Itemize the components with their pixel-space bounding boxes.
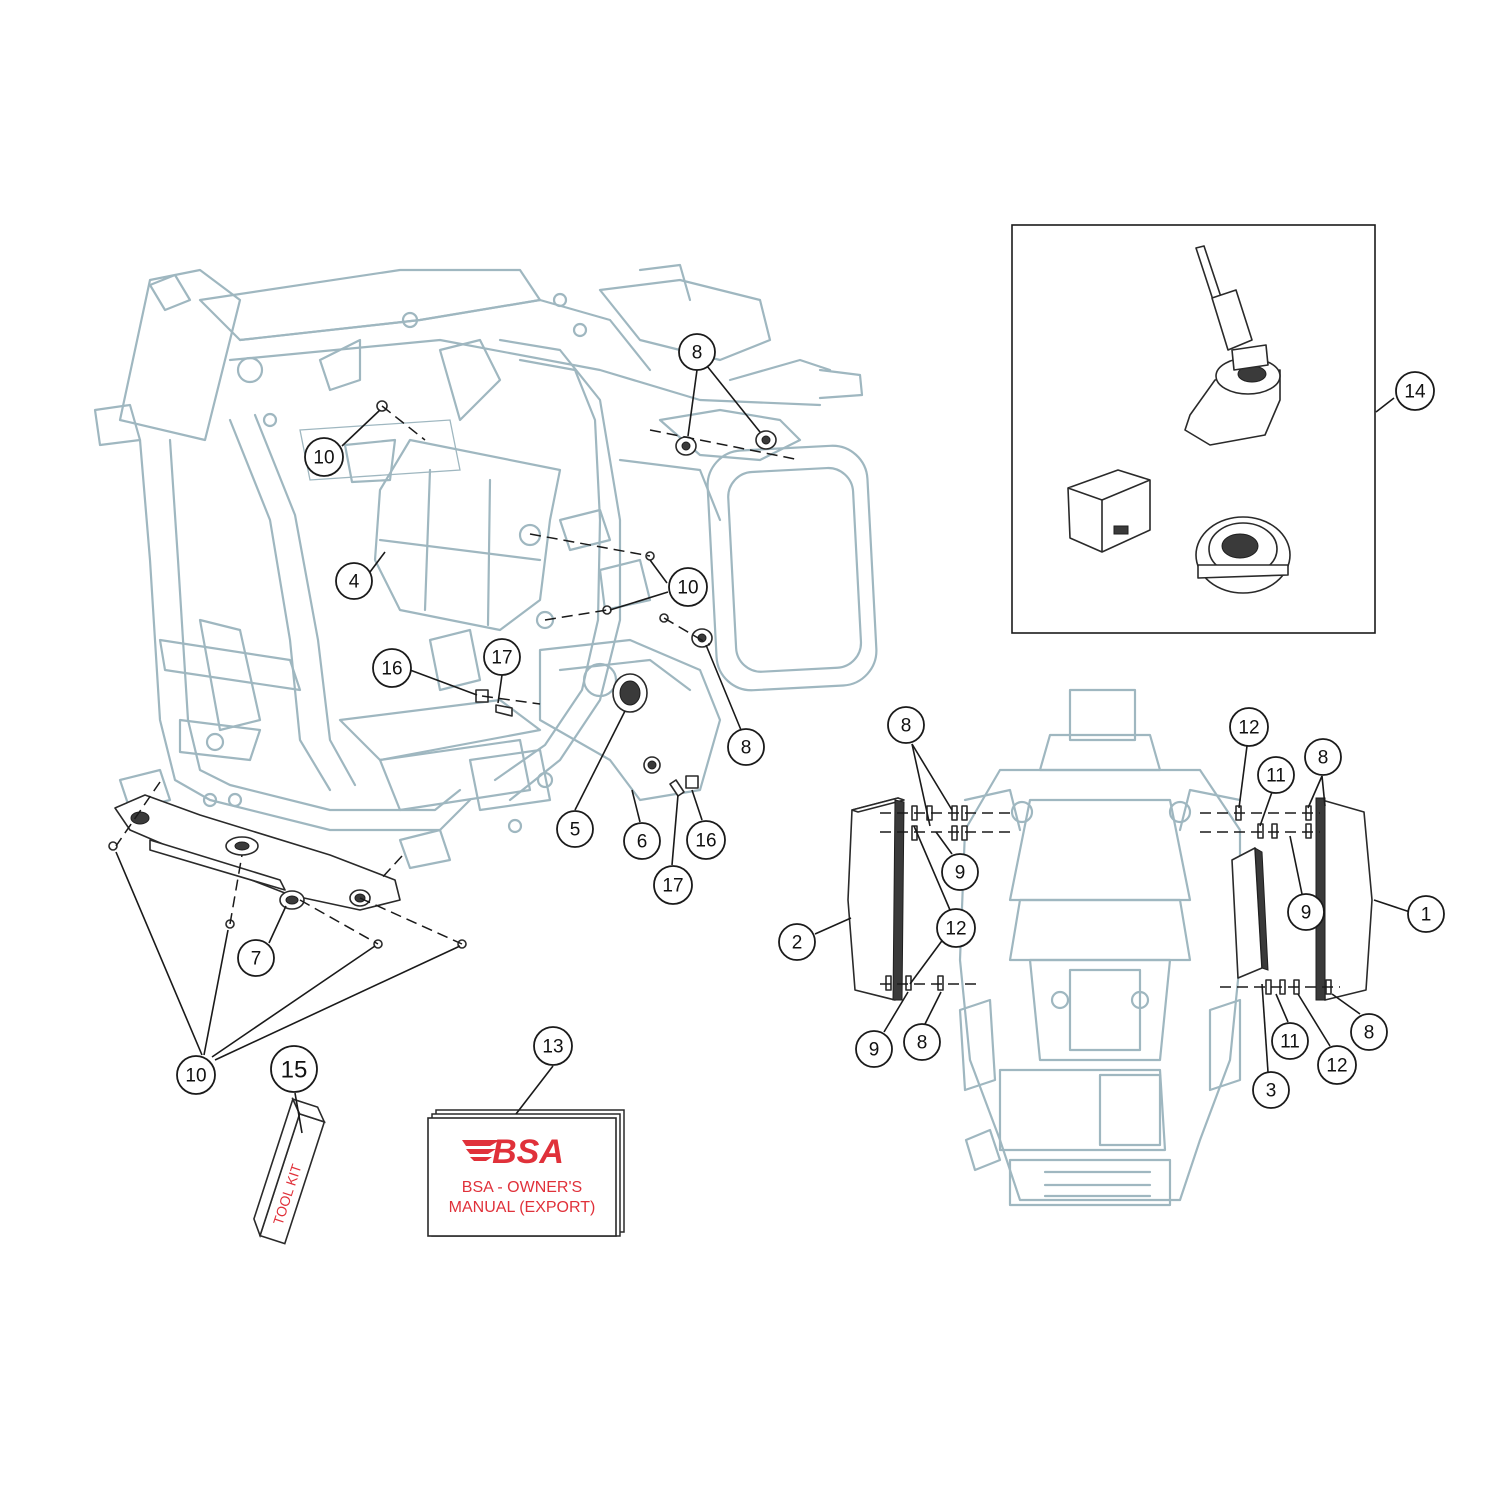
callout-10-bottom: 10 xyxy=(176,1055,216,1095)
svg-text:16: 16 xyxy=(381,659,402,680)
callout-3: 3 xyxy=(1252,1071,1290,1109)
callout-17-bottom: 17 xyxy=(653,865,693,905)
svg-text:13: 13 xyxy=(542,1037,563,1058)
svg-text:12: 12 xyxy=(1326,1056,1347,1077)
callout-5: 5 xyxy=(556,810,594,848)
callout-8-mid: 8 xyxy=(727,728,765,766)
leader-lines xyxy=(115,365,1411,1134)
callout-11-rear-right: 11 xyxy=(1257,756,1295,794)
callout-11-rear-right-low: 11 xyxy=(1271,1022,1309,1060)
callout-12-rear-right-low: 12 xyxy=(1317,1045,1357,1085)
callout-9-rear-left-low: 9 xyxy=(855,1030,893,1068)
callout-8-rear-left-low: 8 xyxy=(903,1023,941,1061)
callout-14: 14 xyxy=(1395,371,1435,411)
svg-text:7: 7 xyxy=(251,949,262,970)
callout-17-top: 17 xyxy=(483,638,521,676)
svg-text:12: 12 xyxy=(945,919,966,940)
svg-text:17: 17 xyxy=(491,648,512,669)
svg-text:8: 8 xyxy=(917,1033,928,1054)
svg-text:3: 3 xyxy=(1266,1081,1277,1102)
svg-text:11: 11 xyxy=(1280,1032,1300,1053)
owners-manual-part-13: BSA BSA - OWNER'S MANUAL (EXPORT) xyxy=(427,1109,625,1237)
fasteners-left xyxy=(108,400,777,949)
callout-10-upper: 10 xyxy=(304,437,344,477)
svg-text:11: 11 xyxy=(1266,766,1286,787)
callout-6: 6 xyxy=(623,822,661,860)
callout-12-rear-left: 12 xyxy=(936,908,976,948)
tool-kit-part-15: TOOL KIT xyxy=(253,1096,326,1245)
left-side-panel-part-2 xyxy=(847,797,905,1001)
rear-subframe-drawing xyxy=(958,688,1242,1207)
manual-title-line-1: BSA - OWNER'S xyxy=(462,1179,582,1196)
callouts: 8 10 4 10 16 17 8 5 6 16 17 7 10 15 13 1… xyxy=(176,333,1445,1109)
svg-text:9: 9 xyxy=(869,1040,880,1061)
svg-text:8: 8 xyxy=(1364,1023,1375,1044)
callout-8-rear-right-low: 8 xyxy=(1350,1013,1388,1051)
svg-text:8: 8 xyxy=(901,716,912,737)
callout-9-rear-left: 9 xyxy=(941,853,979,891)
right-side-panel-part-1 xyxy=(1315,797,1373,1001)
svg-text:9: 9 xyxy=(1301,903,1312,924)
callout-1: 1 xyxy=(1407,895,1445,933)
svg-text:16: 16 xyxy=(695,831,716,852)
rectifier-bracket-part-6 xyxy=(538,638,722,802)
svg-text:2: 2 xyxy=(792,933,803,954)
svg-text:8: 8 xyxy=(692,343,703,364)
svg-text:8: 8 xyxy=(741,738,752,759)
svg-text:10: 10 xyxy=(185,1066,206,1087)
main-frame-drawing xyxy=(93,263,864,870)
assembly-lines-left xyxy=(115,405,801,945)
callout-7: 7 xyxy=(237,939,275,977)
svg-text:10: 10 xyxy=(677,578,698,599)
manual-brand-logo: BSA xyxy=(492,1133,564,1171)
callout-16-left: 16 xyxy=(372,648,412,688)
connector-part-6-dark xyxy=(643,756,661,774)
grommet-part-5 xyxy=(612,673,648,713)
callout-13: 13 xyxy=(533,1026,573,1066)
bash-plate-part-7 xyxy=(114,794,401,911)
svg-text:15: 15 xyxy=(281,1057,308,1084)
callout-10-mid: 10 xyxy=(668,567,708,607)
lock-set-box xyxy=(1011,224,1376,634)
bracket-part-3 xyxy=(1231,847,1269,979)
callout-15: 15 xyxy=(270,1045,318,1093)
svg-text:17: 17 xyxy=(662,876,683,897)
side-panel xyxy=(706,444,878,692)
svg-text:8: 8 xyxy=(1318,748,1329,769)
callout-9-rear-right: 9 xyxy=(1287,893,1325,931)
callout-12-rear-right: 12 xyxy=(1229,707,1269,747)
callout-4: 4 xyxy=(335,562,373,600)
svg-text:1: 1 xyxy=(1421,905,1432,926)
battery-cover-part-4 xyxy=(343,438,562,632)
callout-8-rear-right: 8 xyxy=(1304,738,1342,776)
callout-8-rear-left: 8 xyxy=(887,706,925,744)
svg-text:14: 14 xyxy=(1404,382,1426,403)
callout-16-right: 16 xyxy=(686,820,726,860)
svg-text:6: 6 xyxy=(637,832,648,853)
svg-text:5: 5 xyxy=(570,820,581,841)
svg-text:10: 10 xyxy=(313,448,334,469)
callout-2: 2 xyxy=(778,923,816,961)
svg-text:12: 12 xyxy=(1238,718,1259,739)
callout-8-top: 8 xyxy=(678,333,716,371)
svg-text:9: 9 xyxy=(955,863,966,884)
svg-text:4: 4 xyxy=(349,572,360,593)
manual-title-line-2: MANUAL (EXPORT) xyxy=(449,1199,596,1216)
assembly-lines-right xyxy=(880,812,1340,988)
